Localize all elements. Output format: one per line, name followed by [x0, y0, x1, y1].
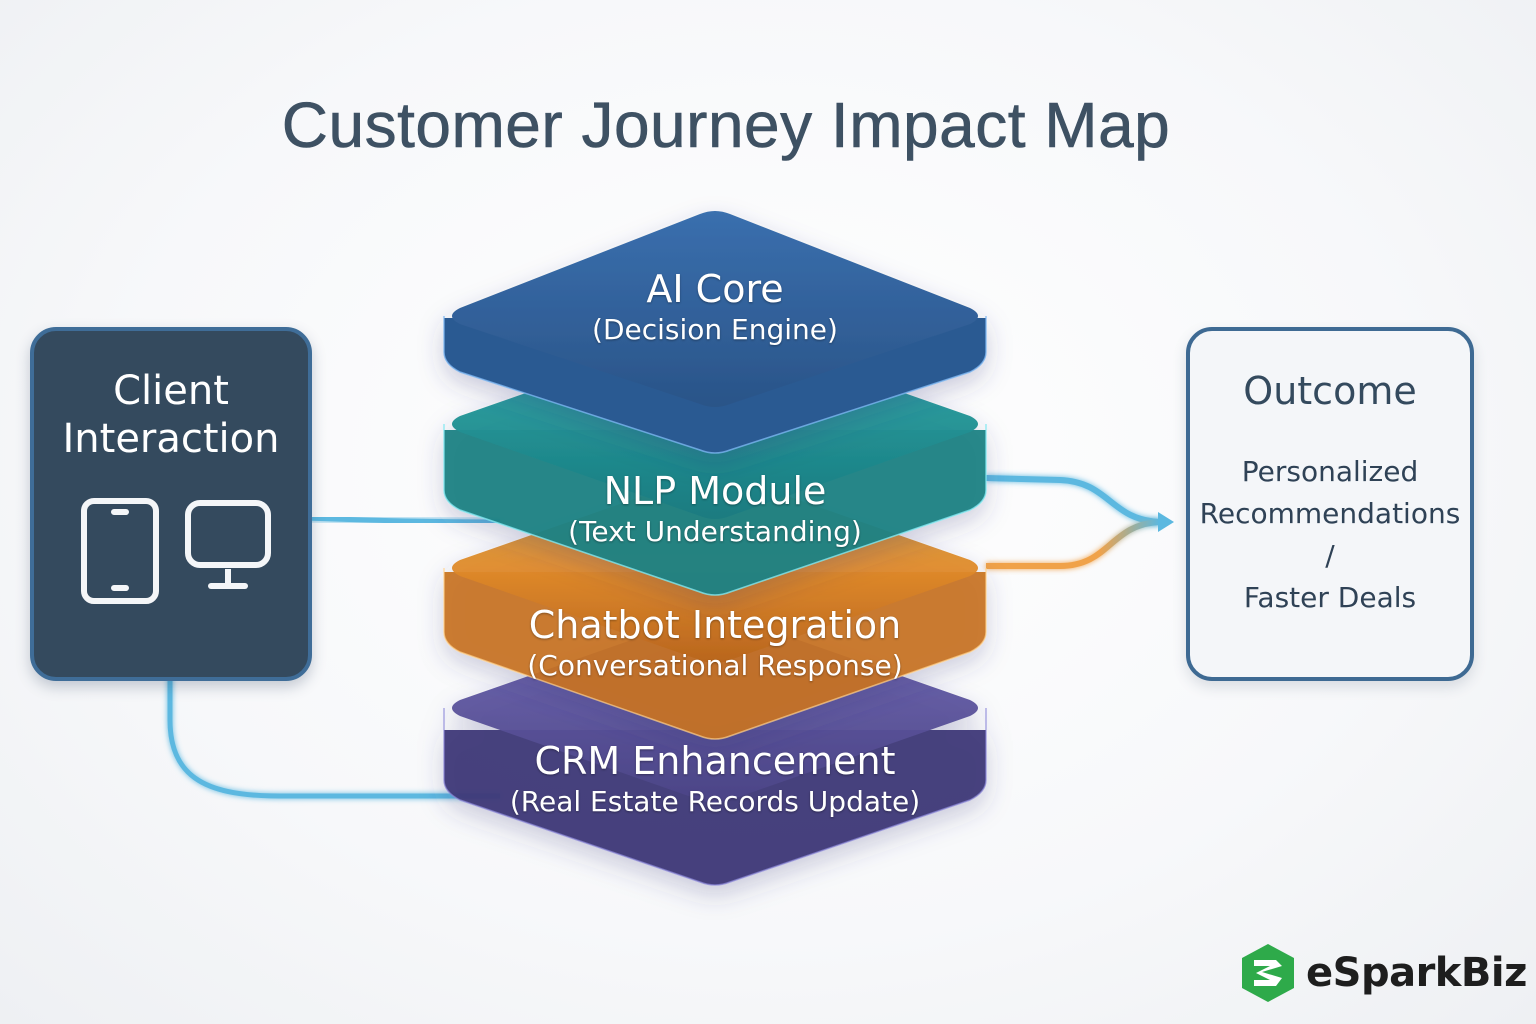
layer-subtitle: (Real Estate Records Update) — [509, 785, 921, 818]
client-interaction-box[interactable]: Client Interaction — [30, 327, 312, 681]
layer-title: AI Core — [646, 267, 784, 311]
monitor-icon — [185, 500, 271, 589]
layer-subtitle: (Text Understanding) — [568, 515, 862, 548]
outcome-line: / — [1325, 539, 1335, 572]
layer-subtitle: (Decision Engine) — [592, 313, 838, 346]
outcome-description: Personalized Recommendations / Faster De… — [1190, 451, 1470, 619]
esparkbiz-logo-icon — [1242, 944, 1294, 1002]
outcome-line: Recommendations — [1199, 497, 1461, 530]
outcome-title: Outcome — [1243, 369, 1417, 413]
layer-label-ai-core: AI Core (Decision Engine) — [440, 266, 990, 348]
layer-ai-core[interactable] — [443, 211, 987, 454]
layer-label-nlp-module: NLP Module (Text Understanding) — [440, 468, 990, 550]
client-title: Client Interaction — [34, 367, 308, 463]
outcome-line: Personalized — [1241, 455, 1419, 488]
outcome-line: Faster Deals — [1243, 581, 1417, 614]
layer-title: NLP Module — [603, 469, 827, 513]
logo-text: eSparkBiz — [1306, 950, 1527, 996]
layer-label-crm-enhancement: CRM Enhancement (Real Estate Records Upd… — [440, 738, 990, 820]
layer-label-chatbot-integration: Chatbot Integration (Conversational Resp… — [440, 602, 990, 684]
client-title-line2: Interaction — [62, 416, 280, 462]
esparkbiz-logo: eSparkBiz — [1240, 940, 1527, 1006]
page-title: Customer Journey Impact Map — [281, 89, 1171, 162]
client-title-line1: Client — [113, 368, 229, 414]
layer-subtitle: (Conversational Response) — [527, 649, 903, 682]
outcome-box[interactable]: Outcome Personalized Recommendations / F… — [1186, 327, 1474, 681]
layer-title: CRM Enhancement — [534, 739, 896, 783]
layer-title: Chatbot Integration — [528, 603, 902, 647]
smartphone-icon — [81, 498, 159, 604]
